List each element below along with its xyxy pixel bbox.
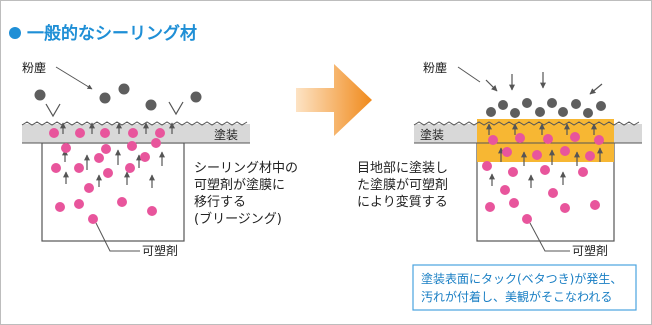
left-plasticizer-particles	[49, 128, 165, 224]
right-description-line: た塗膜が可塑剤	[357, 177, 448, 193]
left-description-line: 移行する	[194, 195, 246, 210]
title-bullet-icon	[9, 27, 21, 39]
left-bounce-mark	[168, 101, 184, 116]
right-surface-wave	[413, 121, 640, 126]
left-dust-particle	[190, 91, 202, 103]
right-plasticizer-particles	[482, 132, 604, 224]
right-panel: 塗装 粉塵	[357, 60, 642, 311]
left-dust-particle	[118, 83, 130, 95]
transition-arrow-icon	[296, 64, 372, 136]
left-bounce-mark	[45, 103, 61, 118]
right-dust-pointer	[457, 66, 481, 83]
left-description-line: シーリング材中の	[194, 161, 298, 176]
left-dust-particle	[34, 89, 46, 101]
right-description-line: により変質する	[357, 194, 448, 210]
result-text-line: 塗装表面にタック(ベタつき)が発生、	[421, 271, 622, 286]
result-text: 塗装表面にタック(ベタつき)が発生、 汚れが付着し、美観がそこなわれる	[421, 271, 626, 304]
right-description: 目地部に塗装し た塗膜が可塑剤 により変質する	[357, 160, 452, 210]
left-description: シーリング材中の 可塑剤が塗膜に 移行する (ブリージング)	[194, 161, 302, 227]
result-box	[412, 264, 637, 311]
right-dust-label: 粉塵	[423, 60, 447, 75]
left-panel: 塗装 粉塵	[21, 60, 302, 258]
right-coating-label: 塗装	[420, 127, 444, 142]
right-migration-arrows	[486, 123, 603, 188]
left-description-line: 可塑剤が塗膜に	[194, 177, 285, 193]
left-surface-wave	[21, 121, 248, 126]
left-coating-label: 塗装	[214, 127, 238, 142]
left-plasticizer-label: 可塑剤	[142, 243, 178, 258]
left-plasticizer-pointer	[95, 222, 140, 252]
left-dust-pointer	[55, 66, 93, 90]
result-text-line: 汚れが付着し、美観がそこなわれる	[421, 289, 612, 304]
left-migration-arrows	[60, 122, 175, 188]
left-dust-particle	[145, 99, 157, 111]
right-dust-particles	[486, 98, 606, 118]
title: 一般的なシーリング材	[27, 23, 197, 44]
left-description-line: (ブリージング)	[194, 211, 282, 227]
right-plasticizer-pointer	[529, 222, 570, 252]
left-dust-label: 粉塵	[22, 60, 46, 75]
left-joint-box	[41, 142, 185, 242]
right-plasticizer-label: 可塑剤	[572, 243, 608, 258]
right-incoming-arrows	[485, 72, 603, 95]
right-description-line: 目地部に塗装し	[357, 160, 448, 176]
left-dust-particle	[99, 92, 111, 104]
